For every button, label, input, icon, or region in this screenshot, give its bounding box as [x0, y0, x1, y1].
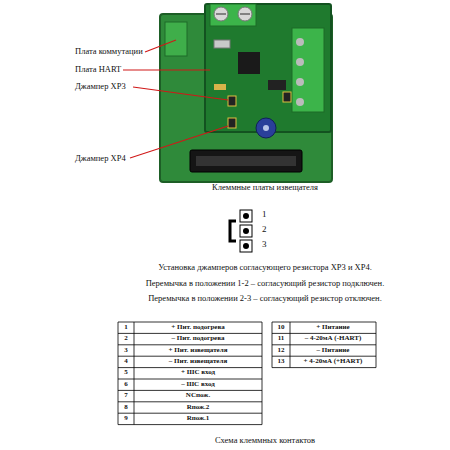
table-rule	[118, 322, 262, 323]
terminal-table	[118, 322, 376, 425]
terminal-number: 5	[124, 369, 128, 377]
hart-board	[205, 4, 331, 132]
callout-label: Плата HART	[75, 65, 121, 74]
table-rule	[272, 356, 376, 357]
leader-line	[133, 87, 228, 100]
table-rule	[272, 322, 376, 323]
terminal-name: – Питание	[317, 347, 350, 355]
table-rule	[118, 401, 262, 402]
jumper-bracket	[230, 221, 236, 241]
terminal-name: Rпож.2	[187, 404, 210, 412]
terminal-name: – Пит. подогрева	[172, 335, 225, 343]
jumper-pin	[240, 225, 252, 237]
table-rule	[118, 356, 262, 357]
table-rule	[118, 413, 262, 414]
terminal-screw	[296, 38, 304, 46]
jumper	[283, 92, 291, 102]
table-rule	[290, 322, 291, 368]
jumper-xp4	[228, 118, 236, 128]
table-rule	[272, 322, 273, 368]
jumper-pin	[240, 210, 252, 222]
terminal-screw	[296, 98, 304, 106]
terminal-block	[292, 28, 324, 112]
terminal-screw	[238, 7, 252, 21]
connector-slot	[196, 156, 296, 166]
terminal-name: – ШС вход	[181, 381, 215, 389]
figure-caption: Схема клеммных контактов	[215, 436, 315, 445]
figure-caption: Клеммные платы извещателя	[212, 183, 318, 192]
note-text: Перемычка в положении 1-2 – согласующий …	[146, 279, 385, 288]
table-rule	[272, 367, 376, 368]
electrolytic-capacitor	[256, 118, 276, 138]
chip	[238, 52, 260, 74]
table-rule	[376, 322, 377, 368]
callout-label: Плата коммутации	[75, 47, 143, 56]
terminal-number: 12	[278, 347, 285, 355]
chip	[268, 80, 286, 90]
leader-line	[145, 40, 176, 52]
terminal-screw	[214, 7, 228, 21]
jumper-xp3	[228, 96, 236, 106]
terminal-number: 4	[124, 358, 128, 366]
terminal-number: 9	[124, 415, 128, 423]
terminal-number: 7	[124, 392, 128, 400]
terminal-screw	[296, 78, 304, 86]
capacitor-smd	[214, 84, 226, 90]
terminal-name: + 4-20мА (+HART)	[304, 358, 363, 366]
table-rule	[118, 344, 262, 345]
leader-line	[130, 126, 228, 158]
note-text: Перемычка в положении 2-3 – согласующий …	[148, 294, 382, 303]
terminal-name: + Питание	[316, 324, 349, 332]
terminal-number: 1	[124, 324, 128, 332]
terminal-number: 2	[124, 335, 128, 343]
terminal-number: 10	[278, 324, 285, 332]
terminal-name: + Пит. подогрева	[171, 324, 224, 332]
screw-slot	[216, 13, 226, 15]
terminal-name: + ШС вход	[181, 369, 215, 377]
crystal	[214, 40, 230, 48]
pin-number: 2	[262, 225, 267, 235]
table-rule	[118, 390, 262, 391]
callout-label: Джампер XP4	[75, 154, 126, 163]
leader-line	[123, 69, 210, 70]
pin-dot	[243, 243, 249, 249]
pin-dot	[243, 213, 249, 219]
terminal-block	[165, 22, 187, 56]
terminal-name: – 4-20мА (-HART)	[305, 335, 362, 343]
jumper-pin	[240, 240, 252, 252]
note-text: Установка джамперов согласующего резисто…	[158, 263, 372, 272]
terminal-name: NCпож.	[186, 392, 210, 400]
terminal-name: Rпож.1	[187, 415, 210, 423]
table-rule	[118, 333, 262, 334]
ribbon-connector	[190, 150, 302, 172]
table-rule	[118, 322, 119, 425]
terminal-number: 11	[278, 335, 285, 343]
table-rule	[118, 424, 262, 425]
terminal-name: – Пит. извещателя	[169, 358, 227, 366]
terminal-number: 8	[124, 404, 128, 412]
capacitor-top	[263, 125, 269, 131]
terminal-screw	[296, 58, 304, 66]
terminal-block	[210, 4, 256, 26]
table-rule	[272, 344, 376, 345]
pin-number: 1	[262, 210, 267, 220]
table-rule	[118, 379, 262, 380]
table-rule	[134, 322, 135, 425]
terminal-number: 13	[278, 358, 285, 366]
terminal-name: + Пит. извещателя	[169, 347, 228, 355]
table-rule	[118, 367, 262, 368]
table-rule	[262, 322, 263, 425]
callout-label: Джампер XP3	[75, 82, 126, 91]
terminal-number: 6	[124, 381, 128, 389]
screw-slot	[240, 13, 250, 15]
pin-number: 3	[262, 240, 267, 250]
pin-dot	[243, 228, 249, 234]
terminal-number: 3	[124, 347, 128, 355]
table-rule	[272, 333, 376, 334]
